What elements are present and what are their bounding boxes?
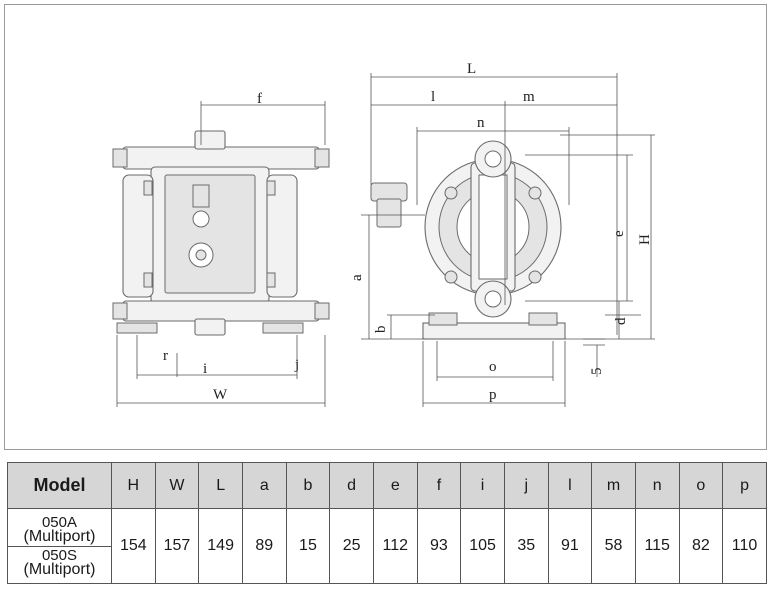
dim-label-b: b [373,326,389,334]
dim-label-r: r [163,348,168,364]
dim-label-f: f [257,91,262,107]
dim-label-i: i [203,361,207,377]
front-view: L l m n e H a b d o p 5 [349,61,655,407]
value-d: 25 [329,508,374,584]
dim-label-o: o [489,359,497,375]
header-d: d [329,462,374,509]
value-m: 58 [591,508,636,584]
dim-label-p: p [489,387,497,403]
value-f: 93 [416,508,462,584]
value-H: 154 [111,508,156,584]
value-j: 35 [503,508,549,584]
header-model: Model [7,462,112,509]
header-e: e [372,462,418,509]
header-l: l [547,462,593,509]
header-f: f [416,462,462,509]
header-a: a [241,462,287,509]
header-b: b [285,462,331,509]
dim-label-H: H [637,234,653,245]
side-view: f r i j W [112,91,330,407]
header-p: p [722,462,767,509]
model-divider [8,545,111,547]
dim-label-e: e [611,230,627,237]
dim-label-W: W [213,387,228,403]
dim-label-j: j [294,357,299,373]
value-o: 82 [678,508,724,584]
spec-table: Model H W L a b d e f i j l m n o p 050A… [7,462,767,584]
dim-label-m: m [523,89,535,105]
value-i: 105 [460,508,505,584]
header-j: j [503,462,549,509]
value-b: 15 [285,508,331,584]
value-l: 91 [547,508,593,584]
header-m: m [591,462,636,509]
spec-data-row: 050A (Multiport) 050S (Multiport) 154 15… [7,508,767,584]
dim-label-n: n [477,115,485,131]
model-050s-sub: (Multiport) [23,560,96,578]
value-p: 110 [722,508,767,584]
value-n: 115 [634,508,680,584]
dim-label-5: 5 [589,368,605,376]
header-H: H [111,462,156,509]
spec-header-row: Model H W L a b d e f i j l m n o p [7,462,767,509]
model-050s: 050S [41,546,78,564]
dim-label-d: d [613,317,629,325]
header-W: W [154,462,200,509]
model-050a-sub: (Multiport) [23,527,96,545]
dim-label-a: a [349,274,365,281]
dim-label-L: L [467,61,476,77]
header-i: i [460,462,505,509]
pump-drawing-svg: f r i j W [112,61,655,407]
header-o: o [678,462,724,509]
header-n: n [634,462,680,509]
model-050a: 050A [41,513,78,531]
dimension-drawing: f r i j W [4,4,767,450]
value-W: 157 [154,508,200,584]
value-e: 112 [372,508,418,584]
dim-label-l: l [431,89,435,105]
header-L: L [198,462,243,509]
model-cell: 050A (Multiport) 050S (Multiport) [7,508,112,584]
value-L: 149 [198,508,243,584]
value-a: 89 [241,508,287,584]
